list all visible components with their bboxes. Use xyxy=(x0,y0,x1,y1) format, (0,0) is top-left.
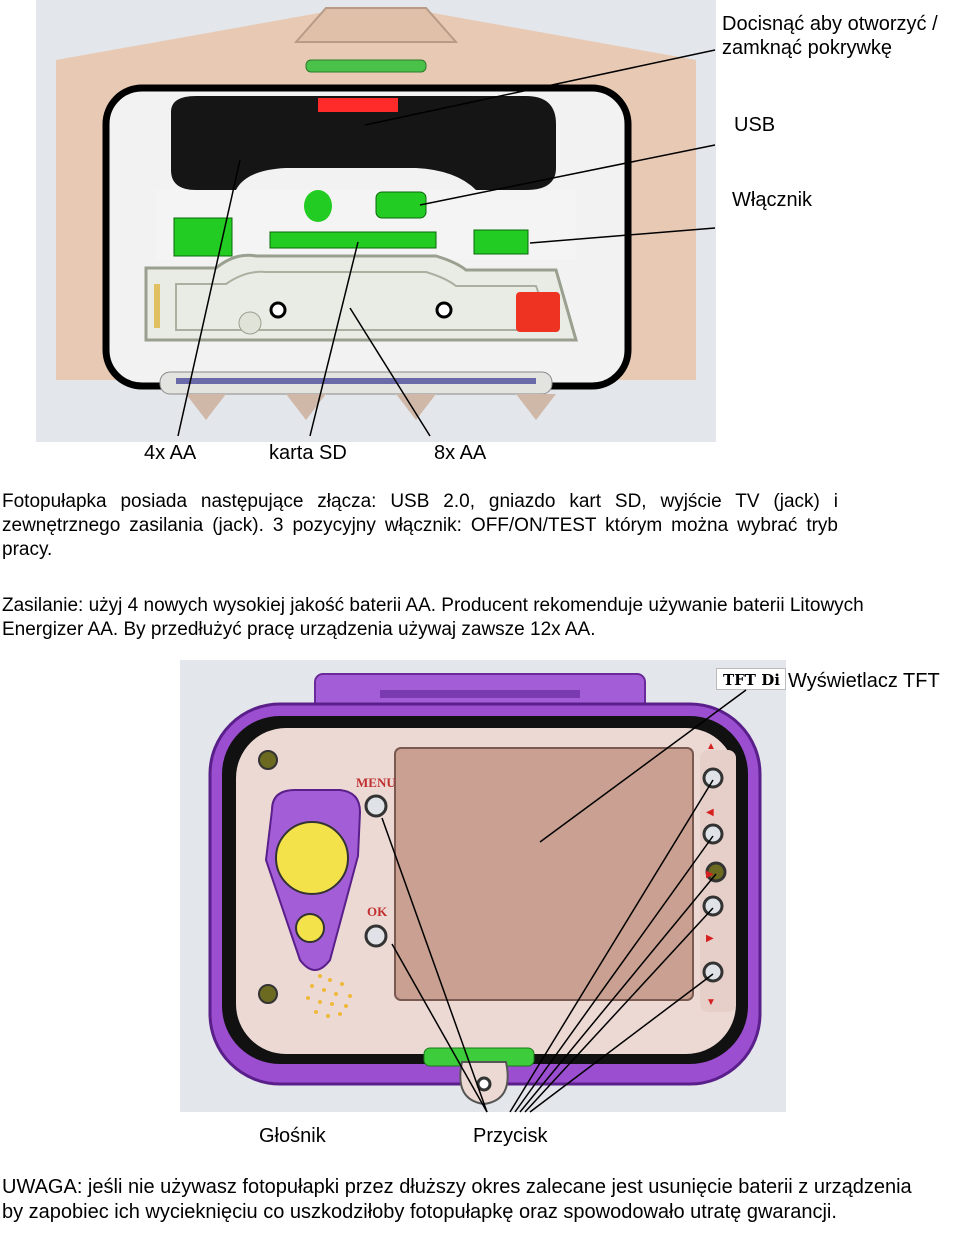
tft-display-label: Wyświetlacz TFT xyxy=(788,670,940,692)
battery-8aa-label: 8x AA xyxy=(434,442,487,464)
strip-arrow-marks: ▲ ◀ ▶ ▶ ▼ xyxy=(706,741,716,1008)
usb-callout: USB xyxy=(734,114,776,136)
sd-card-label: karta SD xyxy=(269,442,347,464)
button-label: Przycisk xyxy=(473,1125,548,1147)
battery-4aa-label: 4x AA xyxy=(144,442,197,464)
warning-paragraph: UWAGA: jeśli nie używasz fotopułapki prz… xyxy=(2,1176,912,1223)
bottom-leader-lines xyxy=(381,689,747,1113)
power-switch-callout: Włącznik xyxy=(732,189,813,211)
cover-callout: Docisnąć aby otworzyć / zamknąć pokrywkę xyxy=(722,13,938,59)
tft-tag: TFT Di xyxy=(716,668,786,690)
power-paragraph: Zasilanie: użyj 4 nowych wysokiej jakość… xyxy=(2,595,864,640)
menu-button-label: MENU xyxy=(356,775,396,790)
top-leader-lines xyxy=(177,49,716,437)
ok-button-label: OK xyxy=(367,904,388,919)
speaker-label: Głośnik xyxy=(259,1125,326,1147)
speaker-holes xyxy=(300,972,362,1022)
connectors-paragraph: Fotopułapka posiada następujące złącza: … xyxy=(2,491,838,560)
